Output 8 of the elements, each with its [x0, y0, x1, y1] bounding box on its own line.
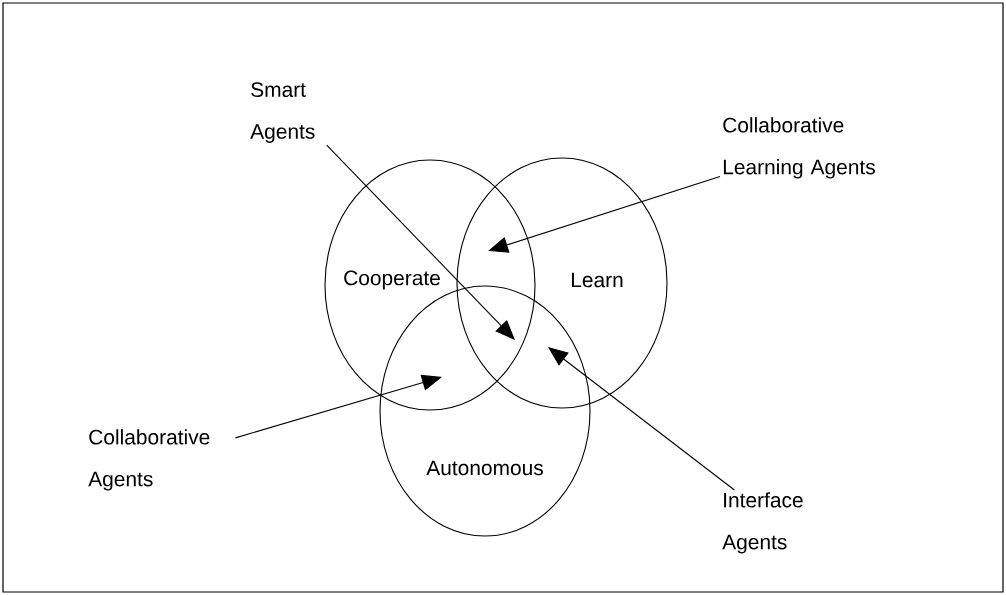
callout-label: Interface Agents [722, 492, 803, 554]
callout-label: Collaborative Agents [88, 429, 210, 491]
callout-label: Collaborative Learning Agents [723, 117, 875, 179]
leader-arrow [488, 175, 721, 253]
leader-arrow [548, 347, 735, 491]
leader-arrow [326, 144, 515, 340]
leader-arrow [234, 374, 442, 439]
callout-label: Smart Agents [250, 82, 315, 143]
